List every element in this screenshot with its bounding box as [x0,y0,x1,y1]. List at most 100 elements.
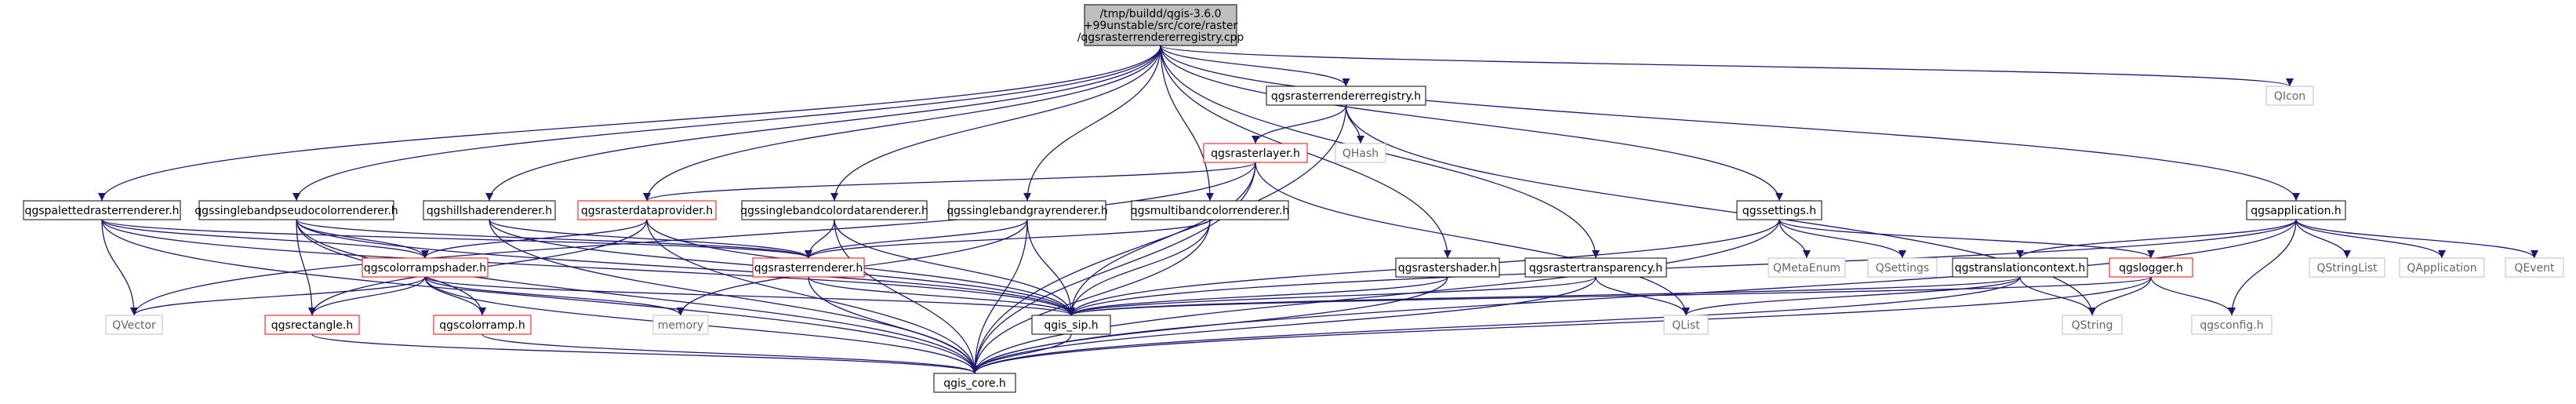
node-label: qgsmultibandcolorrenderer.h [1131,205,1290,217]
edge-qgsrasterrenderer-h-to-qgis-sip-h [808,276,1075,316]
node-box [198,200,394,220]
edge-qgsapplication-h-to-qgis-core-h [971,219,2297,374]
edge-root-to-qgshillshaderenderer-h [485,45,1161,202]
edge-qgssinglebandcolordatarenderer-h-to-qgis-sip-h [834,219,1075,316]
node-qgsrastertransparency-h[interactable]: qgsrastertransparency.h [1524,257,1667,278]
edge-qgsrasterrendererregistry-h-to-qgis-core-h [971,104,1347,374]
edge-qgstranslationcontext-h-to-qgis-sip-h [1067,276,2021,316]
edge-qgssettings-h-to-qgis-core-h [971,219,1780,374]
edge-qgssettings-h-to-qsettings [1778,219,1906,259]
edge-root-to-qicon [1160,45,2294,87]
node-qgsrasterdataprovider-h[interactable]: qgsrasterdataprovider.h [577,200,717,220]
node-box [1131,200,1289,220]
edge-root-to-qgspalettedrasterrenderer-h [98,45,1161,202]
node-box [1031,315,1111,335]
node-qgscolorramp-h[interactable]: qgscolorramp.h [433,315,532,335]
node-qgssinglebandgrayrenderer-h[interactable]: qgssinglebandgrayrenderer.h [946,200,1108,220]
node-qgsmultibandcolorrenderer-h[interactable]: qgsmultibandcolorrenderer.h [1131,200,1290,220]
node-qvector: QVector [105,315,163,335]
node-label: QEvent [2514,262,2555,275]
edge-qgssinglebandcolordatarenderer-h-to-qgis-core-h [834,219,979,374]
node-label: qgspalettedrasterrenderer.h [24,205,179,217]
node-qgsrasterrendererregistry-h[interactable]: qgsrasterrendererregistry.h [1266,86,1426,106]
edge-root-to-qgssinglebandgrayrenderer-h [1023,45,1161,202]
node-memory: memory [652,315,709,335]
node-label: qgsrasterrenderer.h [754,262,863,275]
edge-qgstranslationcontext-h-to-qgis-core-h [971,276,2021,374]
node-box [2246,200,2346,220]
edge-qgsmultibandcolorrenderer-h-to-qgis-core-h [971,219,1211,374]
node-box [423,200,556,220]
node-qgis-core-h[interactable]: qgis_core.h [933,373,1016,393]
node-box [2265,86,2314,106]
edge-qgis-sip-h-to-qgis-core-h [971,333,1072,374]
node-box [1768,257,1846,278]
node-qgssettings-h[interactable]: qgssettings.h [1736,200,1822,220]
node-box [2109,257,2193,278]
node-box [1203,143,1308,163]
node-qevent: QEvent [2505,257,2564,278]
edge-qgsmultibandcolorrenderer-h-to-qgis-sip-h [1067,219,1211,316]
node-qgspalettedrasterrenderer-h[interactable]: qgspalettedrasterrenderer.h [23,200,181,220]
node-qgsrectangle-h[interactable]: qgsrectangle.h [264,315,360,335]
edge-qgsapplication-h-to-qgsconfig-h [2228,219,2297,316]
edge-root-to-qgsrasterrendererregistry-h [1160,45,1350,87]
edge-qgstranslationcontext-h-to-qstring [2019,276,2096,316]
node-qgshillshaderenderer-h[interactable]: qgshillshaderenderer.h [423,200,556,220]
node-box [2505,257,2564,278]
edge-qgsrastertransparency-h-to-qgis-core-h [971,276,1597,374]
node-label: qgssinglebandgrayrenderer.h [946,205,1108,217]
node-qgsrasterrenderer-h[interactable]: qgsrasterrenderer.h [752,257,865,278]
node-label: qgscolorramp.h [439,319,525,332]
edge-qgscolorrampshader-h-to-memory [424,276,685,316]
node-qhash: QHash [1335,143,1386,163]
edge-qgssinglebandgrayrenderer-h-to-qgis-core-h [971,219,1028,374]
node-box [105,315,163,335]
node-box [2062,315,2123,335]
node-qsettings: QSettings [1867,257,1938,278]
node-qgssinglebandpseudocolorrenderer-h[interactable]: qgssinglebandpseudocolorrenderer.h [194,200,398,220]
node-box [362,257,489,278]
node-label: QVector [112,319,156,332]
node-qgis-sip-h[interactable]: qgis_sip.h [1031,315,1111,335]
edge-qgssinglebandpseudocolorrenderer-h-to-qgis-sip-h [296,219,1075,316]
node-label: qgis_sip.h [1044,319,1098,332]
node-label: qgslogger.h [2119,262,2183,275]
node-qgsapplication-h[interactable]: qgsapplication.h [2246,200,2346,220]
edge-qgsapplication-h-to-qgis-sip-h [1067,219,2297,316]
node-label: qgsconfig.h [2200,319,2263,332]
node-qgscolorrampshader-h[interactable]: qgscolorrampshader.h [362,257,489,278]
node-box [23,200,181,220]
node-label: memory [658,319,704,332]
edge-root-to-qgsrasterdataprovider-h [643,45,1161,202]
node-box [2309,257,2385,278]
node-label: QApplication [2407,262,2476,275]
edge-root-to-qgsapplication-h [1160,45,2300,202]
node-qgslogger-h[interactable]: qgslogger.h [2109,257,2193,278]
node-box [577,200,717,220]
edge-qgsrastershader-h-to-qgis-sip-h [1067,276,1448,316]
node-qgsrasterlayer-h[interactable]: qgsrasterlayer.h [1203,143,1308,163]
node-box [741,200,928,220]
edge-root-to-qgssinglebandcolordatarenderer-h [830,45,1161,202]
node-label: qgis_core.h [943,377,1006,390]
node-qgssinglebandcolordatarenderer-h[interactable]: qgssinglebandcolordatarenderer.h [740,200,928,220]
node-box [1524,257,1667,278]
node-box [2399,257,2485,278]
edge-qgscolorramp-h-to-qgis-core-h [481,333,979,374]
node-label: /tmp/buildd/qgis-3.6.0 [1099,8,1221,20]
edge-qgsrastertransparency-h-to-qgis-sip-h [1067,276,1597,316]
node-qgsrastershader-h[interactable]: qgsrastershader.h [1395,257,1500,278]
node-box [1736,200,1822,220]
node-box [1952,257,2088,278]
node-label: qgsrastershader.h [1398,262,1498,275]
node-qgstranslationcontext-h[interactable]: qgstranslationcontext.h [1952,257,2088,278]
node-root: /tmp/buildd/qgis-3.6.0+99unstable/src/co… [1077,4,1244,46]
edge-qgshillshaderenderer-h-to-qgsrasterrenderer-h [489,219,812,259]
edge-qgsrasterdataprovider-h-to-qgis-core-h [646,219,979,374]
node-box [948,200,1106,220]
node-label: qgsrastertransparency.h [1529,262,1662,275]
node-label: qgshillshaderenderer.h [427,205,552,217]
node-box [1266,86,1426,106]
